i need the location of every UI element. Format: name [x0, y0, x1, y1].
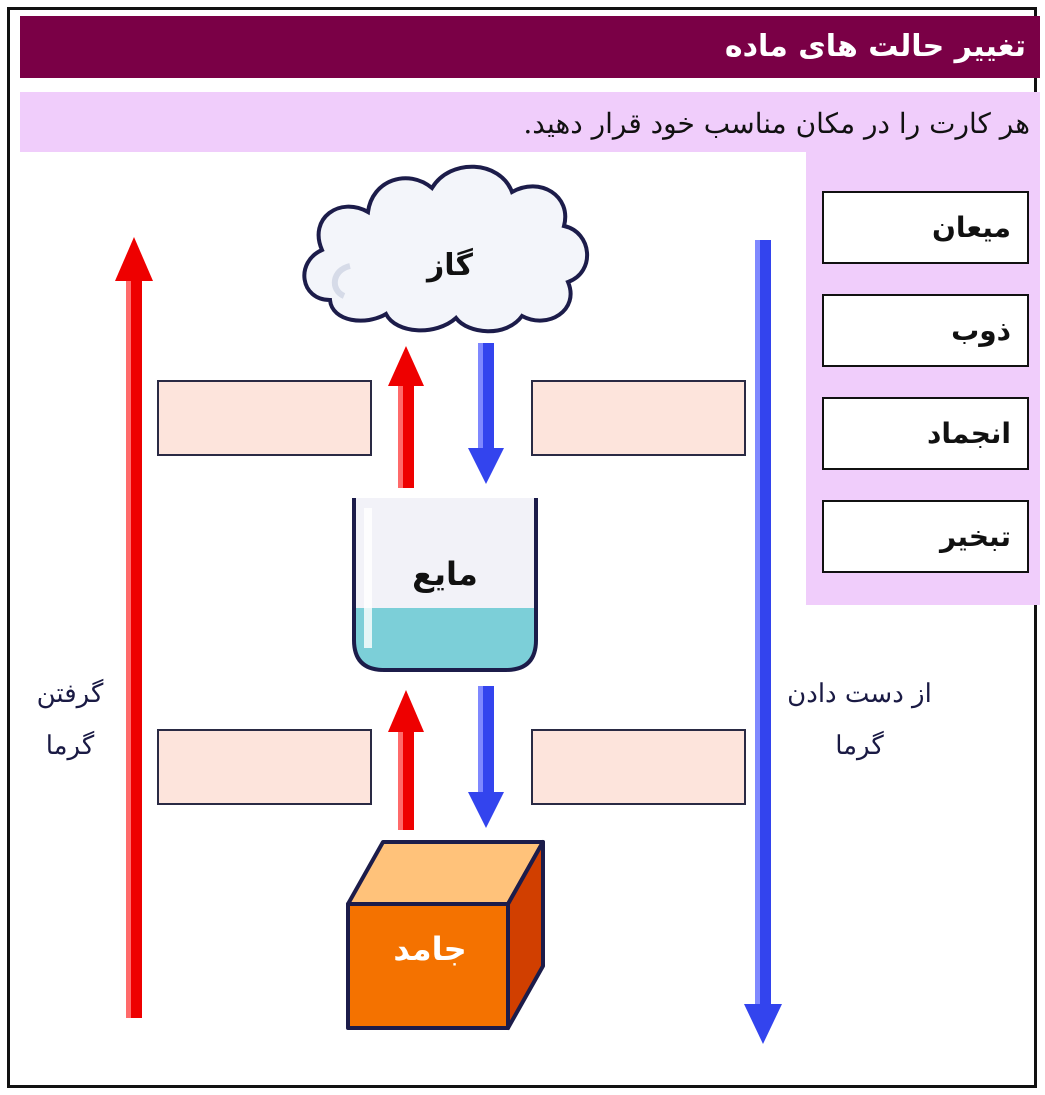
drop-slot-melting[interactable] [157, 729, 372, 805]
heat-gain-arrow [115, 237, 153, 1018]
instruction-text: هر کارت را در مکان مناسب خود قرار دهید. [20, 92, 1040, 152]
solid-label: جامد [393, 930, 467, 968]
arrow-solid-to-liquid [388, 690, 424, 830]
gas-cloud [302, 164, 589, 334]
solid-cube [346, 840, 545, 1030]
gas-label: گاز [427, 248, 473, 283]
drop-slot-evaporation[interactable] [157, 380, 372, 456]
liquid-beaker [352, 498, 538, 672]
drop-slot-condensation[interactable] [531, 380, 746, 456]
heat-loss-arrow [744, 240, 782, 1044]
arrow-gas-to-liquid [468, 343, 504, 484]
page-title: تغییر حالت های ماده [20, 16, 1040, 78]
card-evaporation[interactable]: تبخیر [822, 500, 1029, 573]
card-freezing[interactable]: انجماد [822, 397, 1029, 470]
card-condensation[interactable]: میعان [822, 191, 1029, 264]
liquid-label: مایع [412, 555, 478, 593]
arrow-liquid-to-solid [468, 686, 504, 828]
drop-slot-freezing[interactable] [531, 729, 746, 805]
heat-gain-label: گرفتن گرما [36, 679, 104, 761]
heat-loss-label: از دست دادن گرما [787, 679, 932, 761]
arrow-liquid-to-gas [388, 346, 424, 488]
card-melting[interactable]: ذوب [822, 294, 1029, 367]
